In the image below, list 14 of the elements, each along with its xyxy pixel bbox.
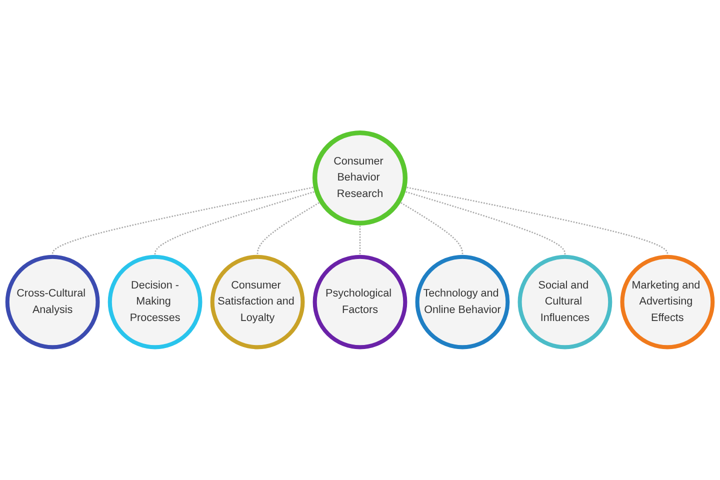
node-circle: Psychological Factors (312, 254, 408, 350)
connector (359, 223, 361, 257)
node-circle: Consumer Satisfaction and Loyalty (210, 254, 305, 350)
node-circle: Cross-Cultural Analysis (5, 254, 100, 350)
node-circle: Marketing and Advertising Effects (620, 254, 715, 350)
node-circle: Decision -Making Processes (108, 254, 202, 350)
node-circle: Technology and Online Behavior (415, 254, 510, 350)
connector (154, 190, 317, 257)
node-circle: Consumer Behavior Research (312, 130, 408, 226)
connector (404, 186, 668, 257)
connector (256, 200, 322, 257)
connector (398, 200, 464, 257)
node-circle: Social and Cultural Influences (518, 254, 612, 350)
connector (52, 186, 316, 257)
